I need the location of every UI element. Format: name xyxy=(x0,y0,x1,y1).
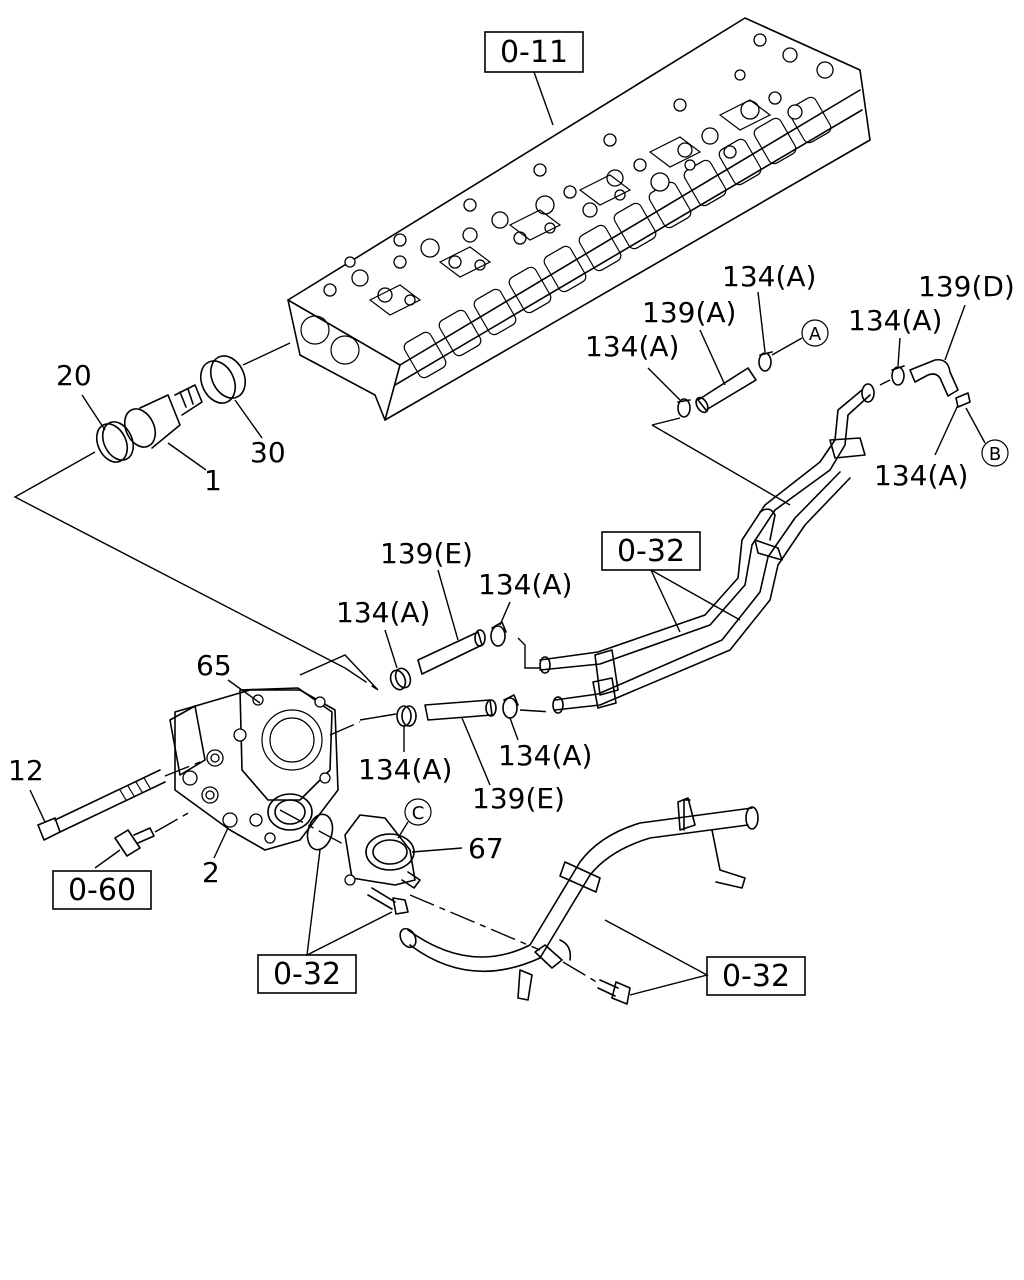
clamp-134a-right1 xyxy=(891,365,905,386)
label-part-134a-e4: 134(A) xyxy=(498,739,592,772)
clamp-134a-top2 xyxy=(758,351,773,372)
clamp-134a-3 xyxy=(396,705,417,727)
cylinder-head xyxy=(287,17,871,421)
label-part-134a-right2: 134(A) xyxy=(874,459,968,492)
svg-text:C: C xyxy=(412,803,425,824)
label-part-134a-e3: 134(A) xyxy=(358,753,452,786)
label-part-139d: 139(D) xyxy=(918,270,1015,303)
clamp-134a-top1 xyxy=(677,398,691,418)
thermostat-housing-65 xyxy=(169,687,339,851)
hose-139e-lower xyxy=(424,699,497,721)
bypass-pipe-assembly xyxy=(539,383,875,714)
bolt-outlet xyxy=(367,887,409,915)
ref-box-sensor[interactable]: 0-60 xyxy=(52,870,152,910)
label-part-30: 30 xyxy=(250,436,286,469)
temperature-sensor xyxy=(114,827,155,857)
bolt-lower-pipe xyxy=(597,979,631,1005)
clamp-134a-4 xyxy=(502,694,519,719)
gasket-o-ring xyxy=(306,813,334,851)
hose-139d xyxy=(909,358,959,397)
ref-box-water-pipe[interactable]: 0-32 xyxy=(706,956,806,996)
lower-water-pipe xyxy=(399,797,759,1001)
label-part-134a-e2: 134(A) xyxy=(478,568,572,601)
label-part-20: 20 xyxy=(56,359,92,392)
clamp-134a-2 xyxy=(490,621,507,647)
label-part-139a: 139(A) xyxy=(642,296,736,329)
clamp-134a-1 xyxy=(389,667,412,691)
hose-139e-upper xyxy=(417,629,486,675)
label-part-139e-top: 139(E) xyxy=(380,537,473,570)
ref-label-gasket-bolt: 0-32 xyxy=(273,957,341,992)
hose-139a xyxy=(695,367,757,414)
seal-ring-20 xyxy=(95,421,135,463)
ref-label-water-pipe: 0-32 xyxy=(722,959,790,994)
svg-text:A: A xyxy=(809,324,822,345)
ref-label-pipes-upper: 0-32 xyxy=(617,534,685,569)
label-part-1: 1 xyxy=(204,464,222,497)
ref-label-cylinder-head: 0-11 xyxy=(500,35,568,70)
label-part-67: 67 xyxy=(468,832,504,865)
label-part-134a-top1: 134(A) xyxy=(585,330,679,363)
bolt-12 xyxy=(37,769,166,841)
ref-box-cylinder-head[interactable]: 0-11 xyxy=(484,31,584,73)
ref-box-pipes-upper[interactable]: 0-32 xyxy=(601,531,701,571)
label-part-134a-top2: 134(A) xyxy=(722,260,816,293)
ref-label-sensor: 0-60 xyxy=(68,873,136,908)
label-part-139e-bottom: 139(E) xyxy=(472,782,565,815)
gasket-30 xyxy=(199,355,247,404)
svg-text:B: B xyxy=(989,444,1001,465)
ref-box-gasket-bolt[interactable]: 0-32 xyxy=(257,954,357,994)
thermostat-1 xyxy=(123,384,203,449)
water-outlet-67 xyxy=(344,814,421,889)
clamp-134a-right2 xyxy=(955,392,971,408)
label-part-134a-right1: 134(A) xyxy=(848,304,942,337)
callout-a: A xyxy=(801,319,829,347)
label-part-12: 12 xyxy=(8,754,44,787)
label-part-134a-e1: 134(A) xyxy=(336,596,430,629)
callout-b: B xyxy=(981,439,1009,467)
label-part-65: 65 xyxy=(196,649,232,682)
label-part-2: 2 xyxy=(202,856,220,889)
callout-c: C xyxy=(404,798,432,826)
